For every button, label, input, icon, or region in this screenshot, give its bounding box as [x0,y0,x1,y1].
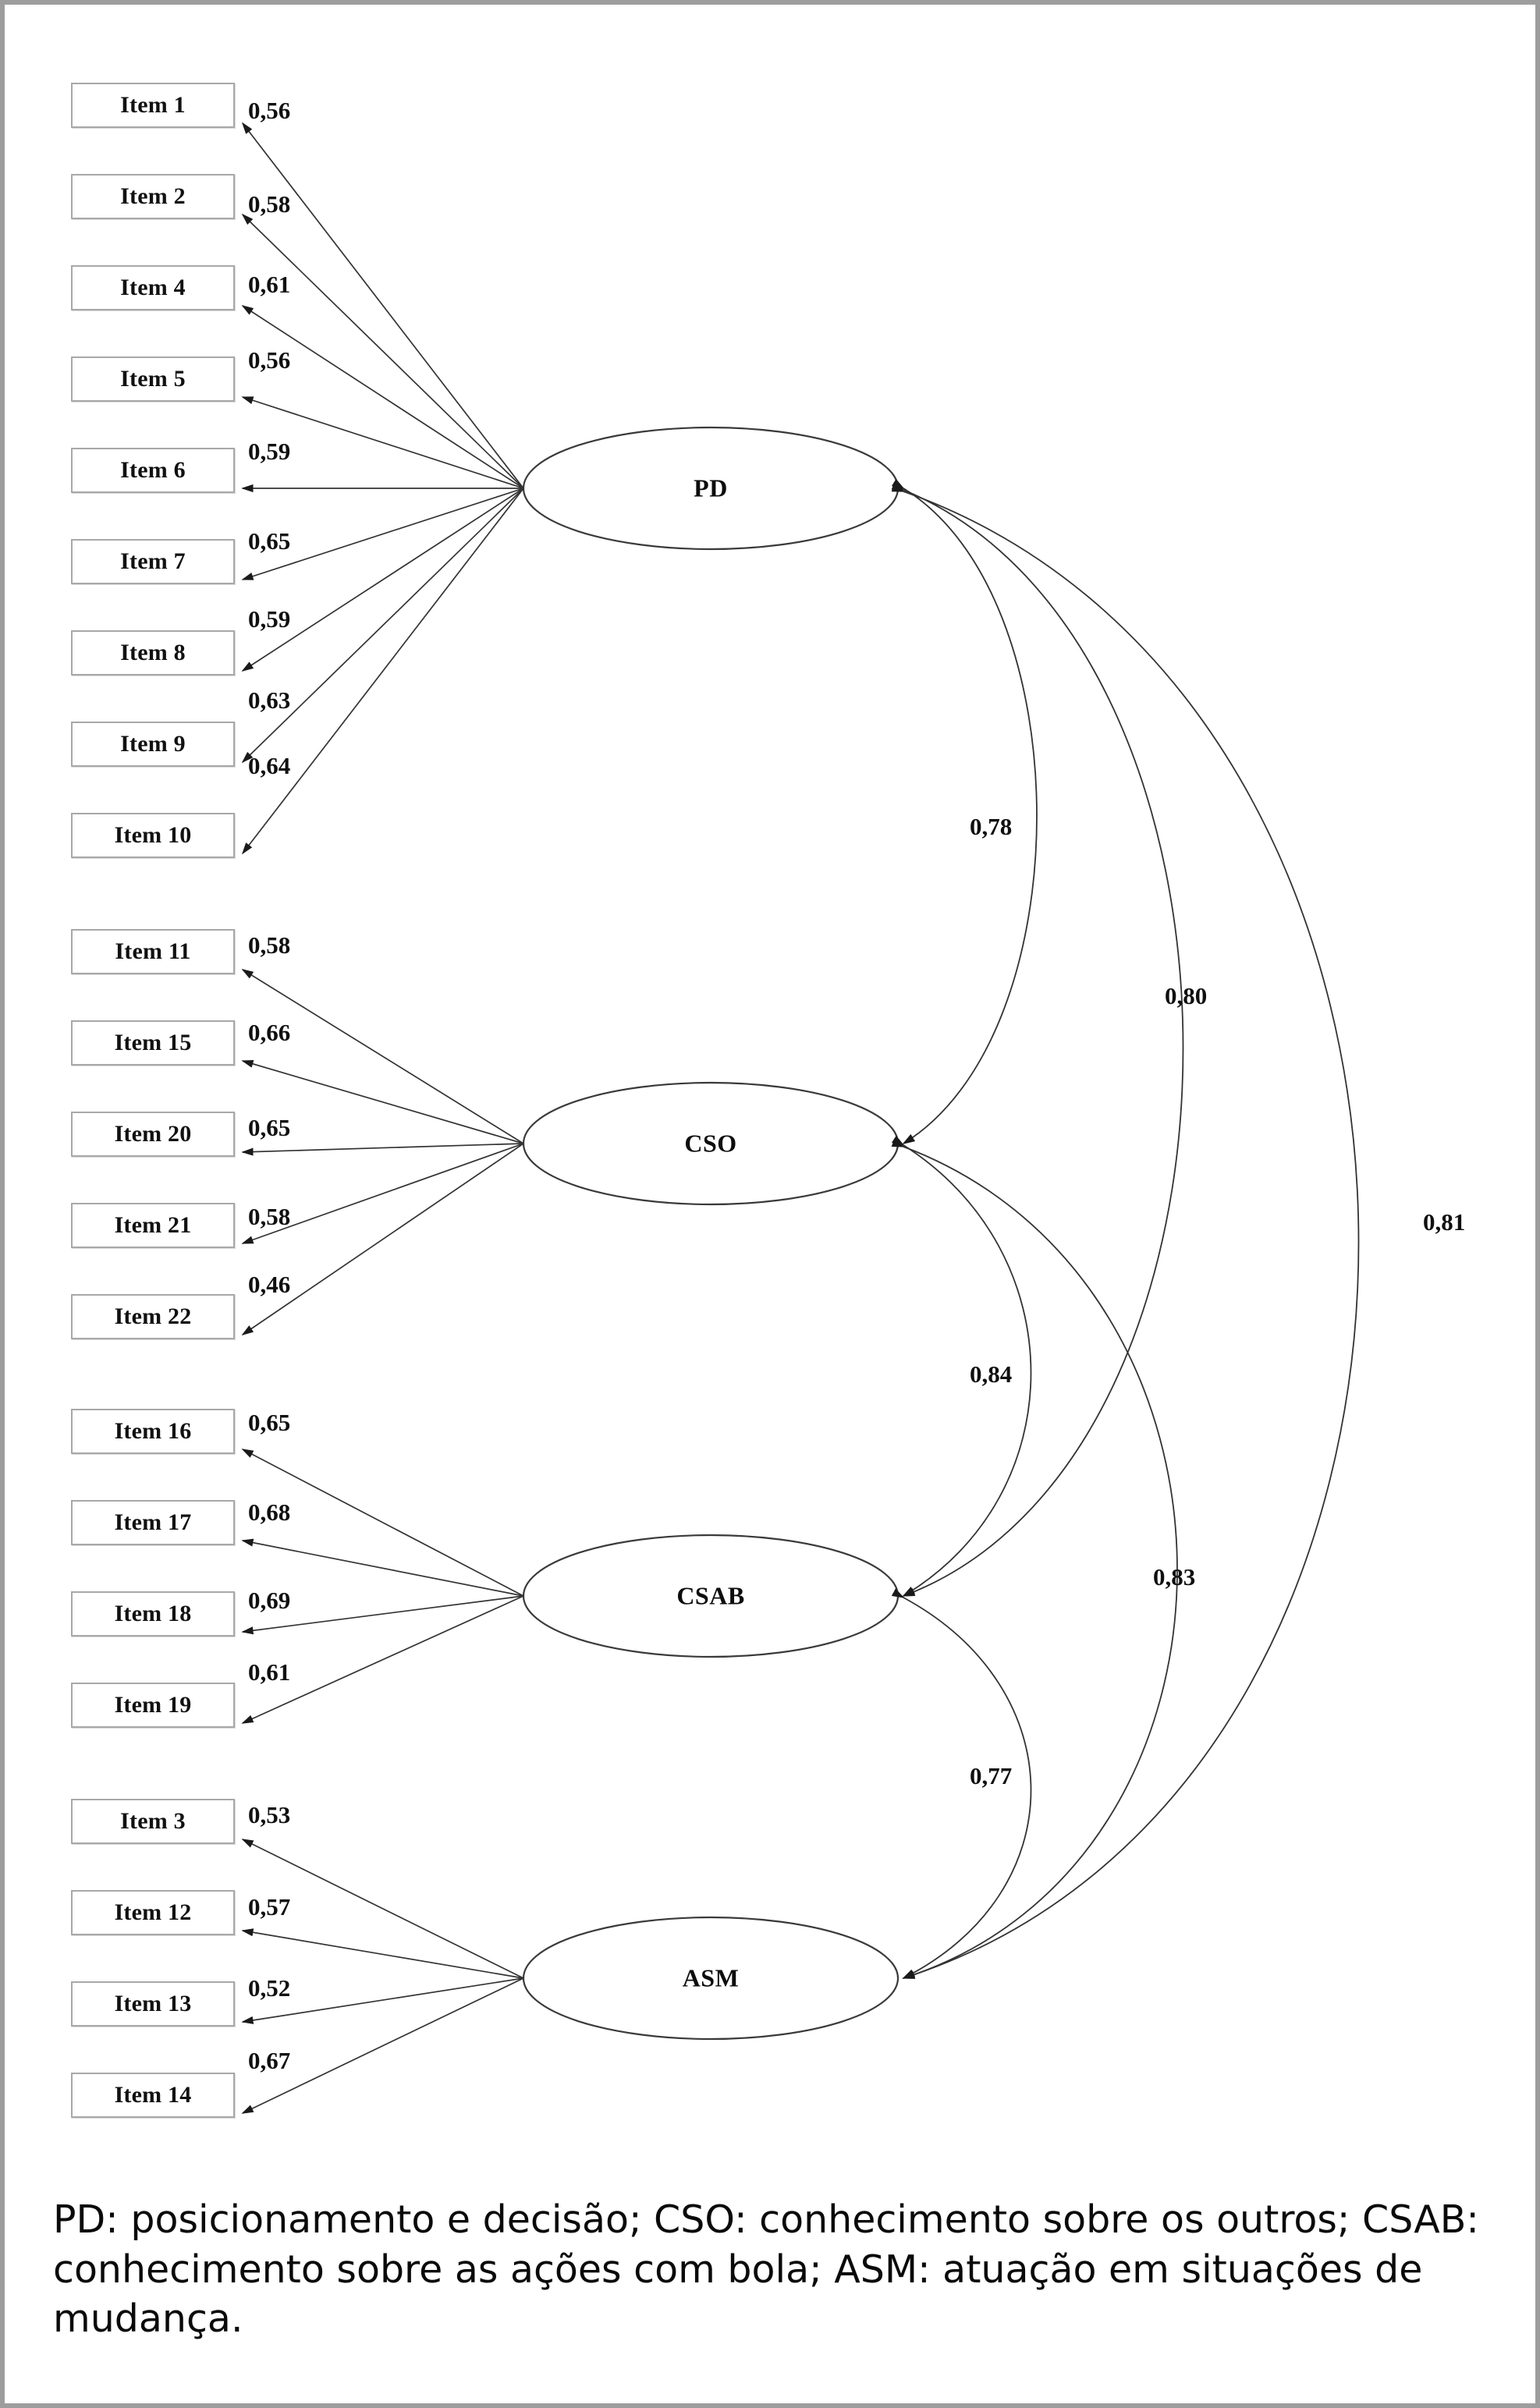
loading-label: 0,46 [248,1271,291,1298]
loading-label: 0,61 [248,271,291,298]
factor-label-pd: PD [694,473,728,502]
correlation-label-pd-csab: 0,80 [1165,982,1208,1009]
correlation-label-csab-asm: 0,77 [970,1762,1013,1789]
item-box: Item 10 [71,813,235,858]
arc-cso-csab [891,1135,1032,1597]
arc-csab-asm [891,1588,1032,1979]
correlation-label-pd-asm: 0,81 [1423,1208,1466,1236]
loading-label: 0,68 [248,1498,291,1526]
loading-arrows-asm [241,1839,524,2114]
loading-label: 0,63 [248,686,291,714]
loading-label: 0,56 [248,346,291,374]
loading-label: 0,58 [248,190,291,218]
correlation-arcs [891,478,1360,1979]
figure-caption: PD: posicionamento e decisão; CSO: conhe… [5,2181,1535,2403]
loading-label: 0,57 [248,1893,291,1920]
loading-label: 0,65 [248,1409,291,1436]
arc-pd-cso [891,478,1038,1144]
loading-label: 0,59 [248,605,291,633]
item-box: Item 18 [71,1591,235,1637]
correlation-label-cso-csab: 0,84 [970,1360,1013,1388]
item-box: Item 16 [71,1409,235,1454]
item-box: Item 11 [71,929,235,974]
item-box: Item 13 [71,1981,235,2027]
path-diagram: PD CSO CSAB ASM Item 1 Item 2 Item 4 Ite… [5,5,1535,2181]
loading-label: 0,65 [248,1114,291,1141]
item-box: Item 17 [71,1500,235,1545]
loading-label: 0,66 [248,1019,291,1046]
factor-label-asm: ASM [682,1963,740,1992]
loading-label: 0,67 [248,2047,291,2074]
item-box: Item 14 [71,2073,235,2118]
item-box: Item 22 [71,1294,235,1339]
item-box: Item 4 [71,265,235,310]
loading-label: 0,64 [248,752,291,779]
loading-label: 0,61 [248,1658,291,1686]
arc-cso-asm [891,1138,1178,1979]
loading-label: 0,69 [248,1587,291,1614]
loading-label: 0,59 [248,438,291,465]
arc-pd-csab [891,481,1184,1597]
loading-arrows-cso [241,969,524,1335]
factor-label-csab: CSAB [676,1581,745,1610]
loading-arrows-pd [241,122,524,855]
diagram-canvas [241,122,1360,2114]
item-box: Item 2 [71,174,235,219]
item-box: Item 15 [71,1020,235,1066]
loading-label: 0,65 [248,527,291,555]
item-box: Item 6 [71,448,235,493]
item-box: Item 20 [71,1112,235,1157]
item-box: Item 19 [71,1683,235,1728]
loading-label: 0,58 [248,1203,291,1230]
correlation-label-cso-asm: 0,83 [1153,1563,1196,1591]
item-box: Item 8 [71,630,235,676]
factor-label-cso: CSO [684,1129,737,1158]
correlation-label-pd-cso: 0,78 [970,813,1013,840]
loading-label: 0,53 [248,1801,291,1828]
arc-pd-asm [891,484,1360,1979]
item-box: Item 12 [71,1890,235,1935]
item-box: Item 21 [71,1203,235,1248]
loading-label: 0,58 [248,931,291,959]
item-box: Item 9 [71,722,235,767]
item-box: Item 5 [71,356,235,402]
loading-label: 0,56 [248,97,291,124]
item-box: Item 7 [71,539,235,584]
loading-arrows-csab [241,1449,524,1724]
factor-ellipses [522,426,900,2041]
loading-label: 0,52 [248,1974,291,2002]
item-box: Item 1 [71,83,235,128]
item-box: Item 3 [71,1799,235,1844]
